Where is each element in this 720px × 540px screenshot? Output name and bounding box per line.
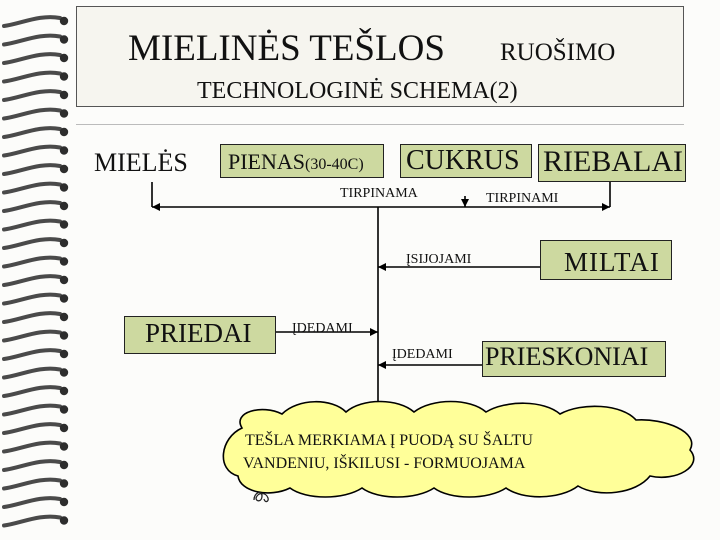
title-line2: TECHNOLOGINĖ SCHEMA(2) (197, 79, 518, 103)
binding-ring-26 (4, 498, 68, 507)
binding-ring-13 (4, 257, 68, 266)
step-tirpinami: TIRPINAMI (486, 192, 558, 206)
binding-ring-9 (4, 183, 68, 192)
step-idedami-right: ĮDEDAMI (392, 348, 453, 362)
title-divider (76, 124, 684, 125)
mieles-label: MIELĖS (94, 150, 188, 176)
binding-ring-16 (4, 313, 68, 322)
result-line2: VANDENIU, IŠKILUSI - FORMUOJAMA (243, 456, 525, 472)
step-tirpinama: TIRPINAMA (340, 187, 418, 201)
binding-ring-8 (4, 165, 68, 174)
pienas-main: PIENAS (228, 149, 305, 174)
binding-ring-18 (4, 350, 68, 359)
binding-ring-24 (4, 461, 68, 470)
binding-ring-27 (4, 516, 68, 525)
miltai-label: MILTAI (564, 249, 660, 276)
spiral-binding-icon (0, 0, 78, 540)
binding-ring-22 (4, 424, 68, 433)
title-main: MIELINĖS TEŠLOS (128, 30, 445, 67)
step-idedami-left: ĮDEDAMI (292, 322, 353, 336)
binding-ring-25 (4, 479, 68, 488)
binding-ring-15 (4, 294, 68, 303)
step-isijojami: ĮSIJOJAMI (406, 253, 471, 267)
binding-ring-6 (4, 128, 68, 137)
binding-ring-5 (4, 109, 68, 118)
binding-ring-23 (4, 442, 68, 451)
binding-ring-19 (4, 368, 68, 377)
result-line1: TEŠLA MERKIAMA Į PUODĄ SU ŠALTU (245, 433, 533, 449)
priedai-label: PRIEDAI (145, 320, 252, 347)
binding-ring-21 (4, 405, 68, 414)
binding-ring-2 (4, 54, 68, 63)
title-sub: RUOŠIMO (500, 40, 615, 65)
binding-ring-14 (4, 276, 68, 285)
binding-ring-7 (4, 146, 68, 155)
pen-mark-icon (250, 486, 274, 506)
prieskoniai-label: PRIESKONIAI (485, 344, 648, 370)
cukrus-label: CUKRUS (406, 147, 520, 175)
binding-ring-11 (4, 220, 68, 229)
binding-ring-3 (4, 72, 68, 81)
riebalai-label: RIEBALAI (543, 147, 683, 177)
binding-ring-17 (4, 331, 68, 340)
binding-ring-12 (4, 239, 68, 248)
binding-ring-0 (4, 17, 68, 26)
pienas-label: PIENAS(30-40C) (228, 151, 364, 173)
binding-ring-10 (4, 202, 68, 211)
binding-ring-20 (4, 387, 68, 396)
pienas-temp: (30-40C) (305, 156, 364, 173)
binding-ring-1 (4, 35, 68, 44)
binding-ring-4 (4, 91, 68, 100)
result-cloud (223, 402, 693, 498)
